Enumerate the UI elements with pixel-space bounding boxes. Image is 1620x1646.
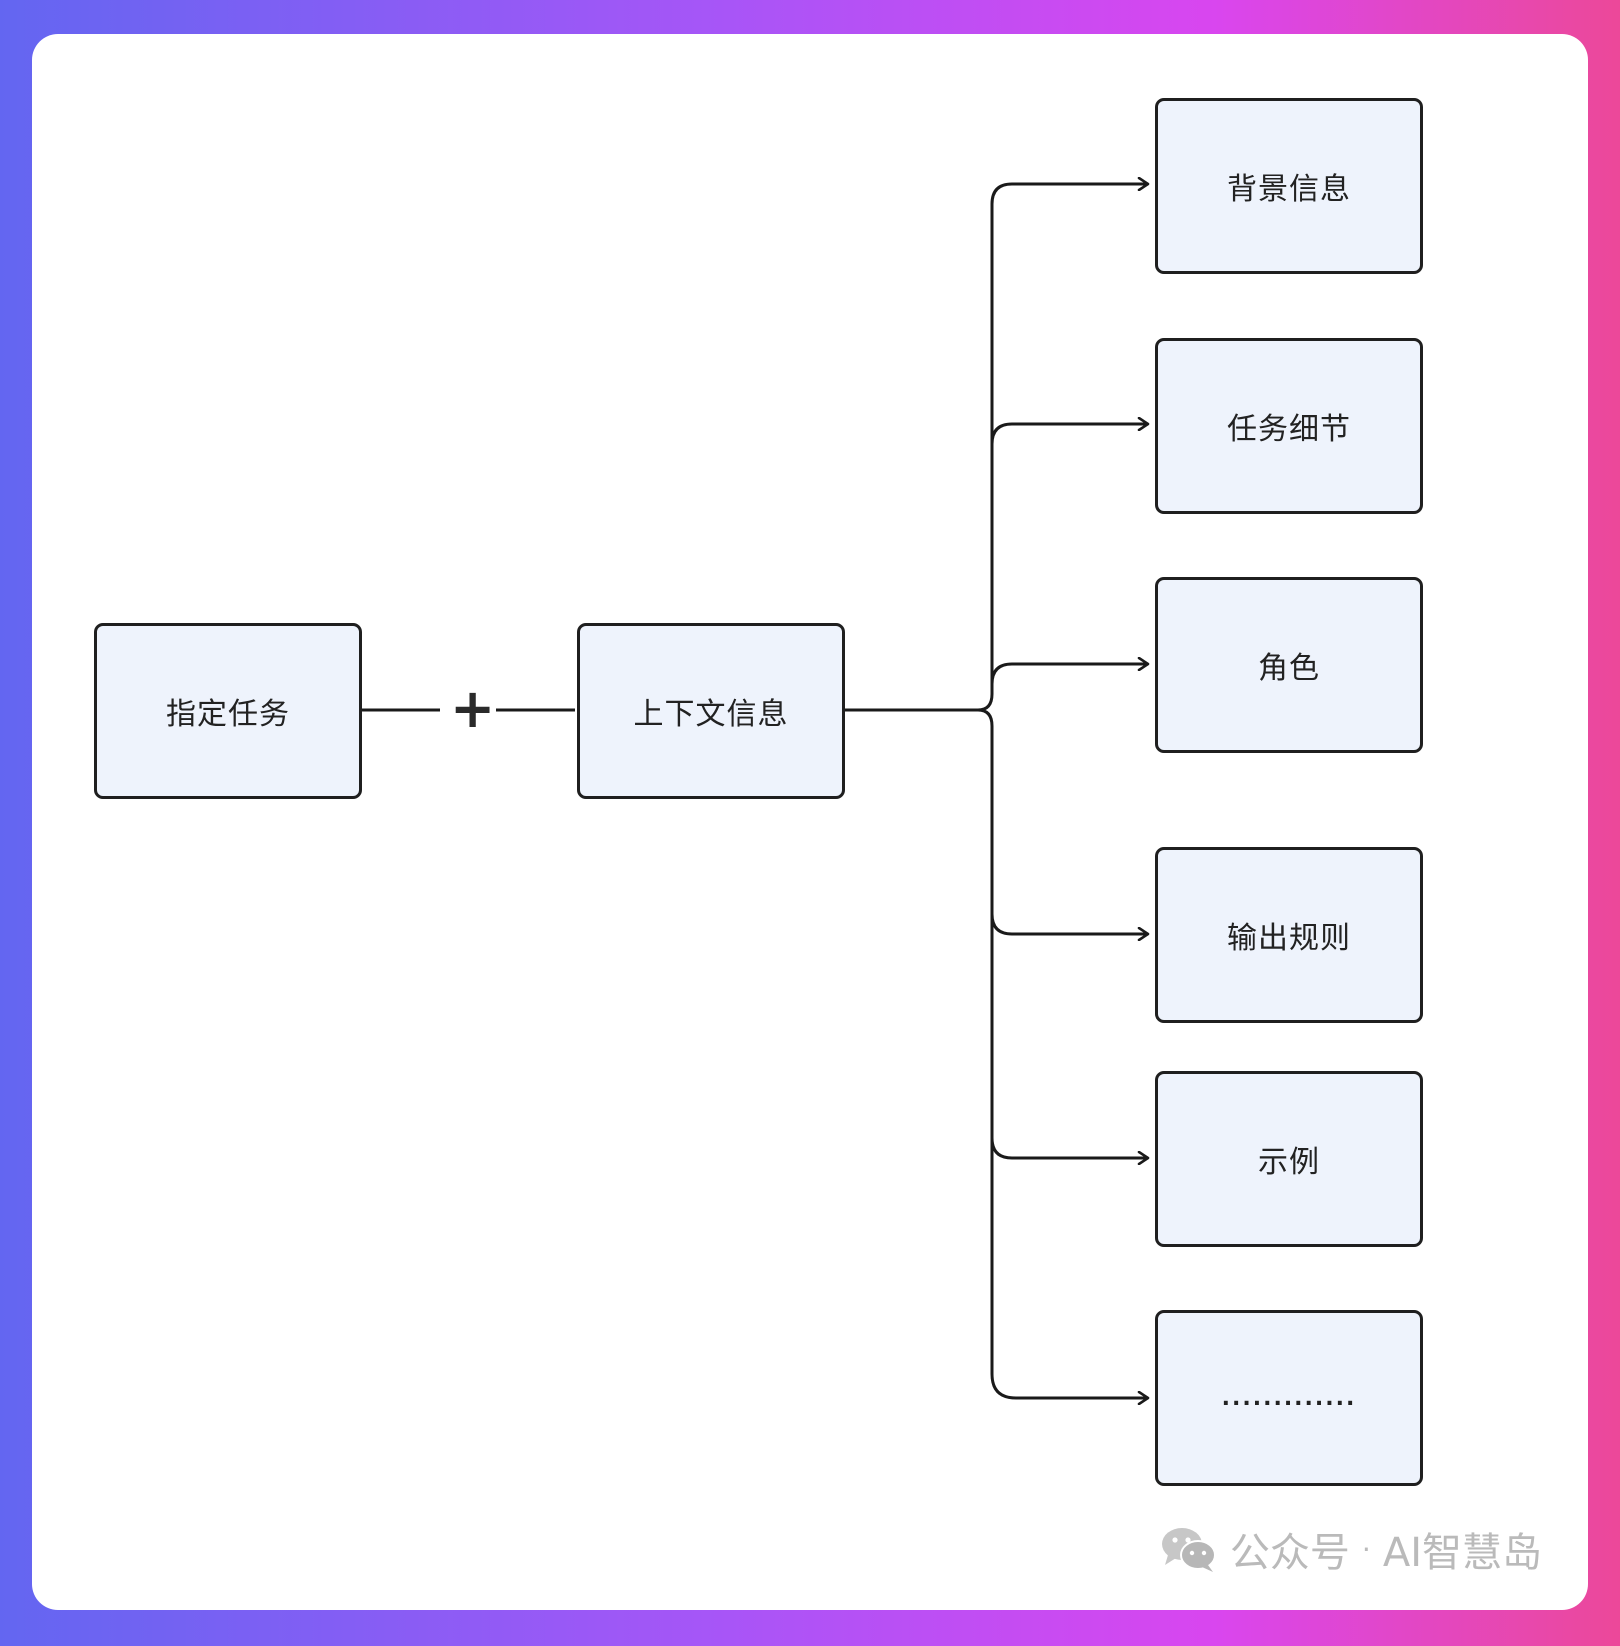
node-context-info-label: 上下文信息	[633, 697, 789, 732]
branch-arrow-3	[990, 664, 1148, 685]
wechat-icon	[1161, 1528, 1216, 1572]
watermark-label: 公众号	[1229, 1530, 1350, 1576]
plus-operator: +	[450, 677, 496, 740]
branch-arrow-6	[990, 1373, 1148, 1398]
watermark-account: AI智慧岛	[1382, 1530, 1542, 1576]
node-task-details: 任务细节	[1155, 338, 1423, 514]
branch-arrow-5	[990, 1137, 1148, 1158]
node-examples: 示例	[1155, 1071, 1423, 1247]
node-specify-task: 指定任务	[94, 623, 362, 799]
node-role-label: 角色	[1258, 651, 1320, 686]
node-role: 角色	[1155, 577, 1423, 753]
connector-spine	[977, 204, 994, 1374]
node-output-rules: 输出规则	[1155, 847, 1423, 1023]
node-context-info: 上下文信息	[577, 623, 845, 799]
node-more: .............	[1155, 1310, 1423, 1486]
watermark-separator: ·	[1361, 1532, 1371, 1566]
node-background-info-label: 背景信息	[1227, 172, 1351, 207]
node-examples-label: 示例	[1258, 1145, 1320, 1180]
node-specify-task-label: 指定任务	[166, 697, 290, 732]
branch-arrow-1	[990, 184, 1148, 205]
node-background-info: 背景信息	[1155, 98, 1423, 274]
node-task-details-label: 任务细节	[1227, 412, 1351, 447]
watermark: 公众号 · AI智慧岛	[1160, 1520, 1542, 1578]
node-more-label: .............	[1221, 1385, 1357, 1411]
diagram-card: 指定任务 + 上下文信息 背景信息 任务细节 角色 输出规则 示例 ......…	[32, 34, 1588, 1610]
connector-lines	[358, 34, 1588, 1610]
branch-arrow-2	[990, 424, 1148, 445]
branch-arrow-4	[990, 913, 1148, 934]
node-output-rules-label: 输出规则	[1227, 921, 1351, 956]
